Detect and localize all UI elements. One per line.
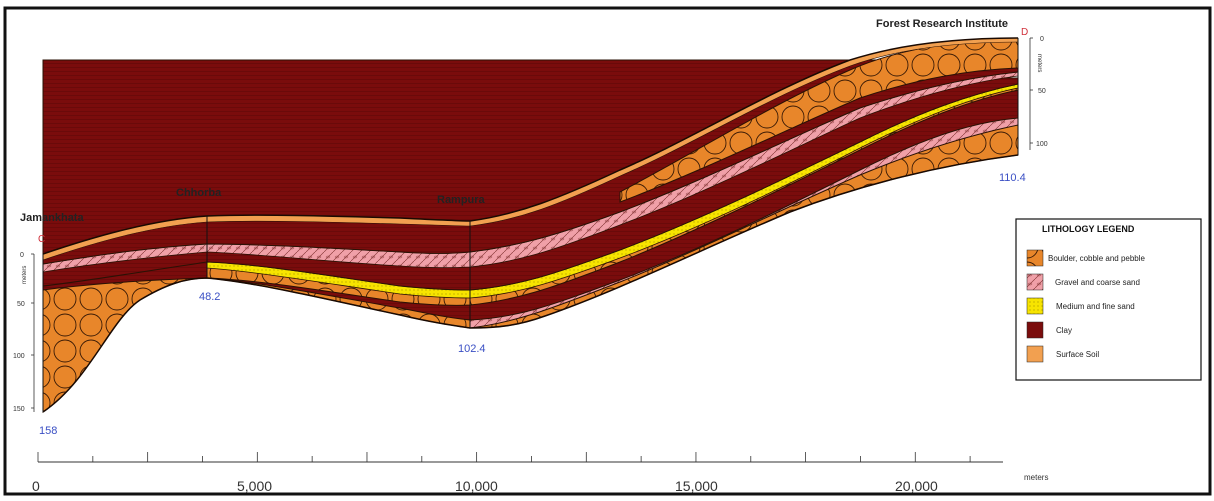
distance-axis: 0 5,000 10,000 15,000 20,000 meters <box>32 452 1048 494</box>
well-name-fri: Forest Research Institute <box>876 18 1008 30</box>
distance-tick-5000: 5,000 <box>237 478 272 494</box>
depth-label-jamankhata: 158 <box>39 425 57 437</box>
section-end-right: D <box>1021 27 1028 38</box>
lithology-legend: LITHOLOGY LEGEND Boulder, cobble and peb… <box>1015 218 1202 381</box>
left-depth-axis: 0 50 100 150 meters <box>13 252 35 413</box>
legend-swatch-boulder <box>1026 249 1044 267</box>
legend-swatch-soil <box>1026 345 1044 363</box>
right-depth-axis: 0 50 100 meters <box>1029 36 1048 150</box>
figure-border <box>3 6 1212 496</box>
distance-tick-15000: 15,000 <box>675 478 718 494</box>
depth-label-fri: 110.4 <box>999 172 1026 184</box>
right-axis-tick-50: 50 <box>1038 88 1046 95</box>
left-axis-tick-100: 100 <box>13 353 25 360</box>
legend-label-boulder: Boulder, cobble and pebble <box>1048 254 1146 263</box>
layers-group <box>42 37 1019 413</box>
depth-label-chhorba: 48.2 <box>199 291 220 303</box>
left-axis-tick-0: 0 <box>20 252 24 259</box>
left-axis-unit: meters <box>22 266 28 284</box>
legend-swatch-gravel <box>1026 273 1044 291</box>
right-axis-unit: meters <box>1036 54 1042 72</box>
legend-title: LITHOLOGY LEGEND <box>1042 224 1135 234</box>
section-bottom-outline <box>42 154 1019 413</box>
distance-tick-0: 0 <box>32 478 40 494</box>
well-name-rampura: Rampura <box>437 194 486 206</box>
left-axis-tick-50: 50 <box>17 301 25 308</box>
well-name-chhorba: Chhorba <box>176 187 222 199</box>
section-end-left: C <box>38 234 45 245</box>
depth-label-rampura: 102.4 <box>458 343 486 355</box>
distance-axis-unit: meters <box>1024 473 1048 482</box>
right-axis-tick-100: 100 <box>1036 141 1048 148</box>
legend-label-clay: Clay <box>1056 326 1072 335</box>
well-name-jamankhata: Jamankhata <box>20 212 84 224</box>
distance-tick-20000: 20,000 <box>895 478 938 494</box>
legend-swatch-sand <box>1026 297 1044 315</box>
right-axis-tick-0: 0 <box>1040 36 1044 43</box>
legend-label-gravel: Gravel and coarse sand <box>1055 278 1140 287</box>
well-lines <box>42 38 1019 412</box>
legend-box <box>1015 218 1202 381</box>
legend-label-sand: Medium and fine sand <box>1056 302 1135 311</box>
distance-tick-10000: 10,000 <box>455 478 498 494</box>
legend-swatch-clay <box>1026 321 1044 339</box>
legend-label-soil: Surface Soil <box>1056 350 1099 359</box>
left-axis-tick-150: 150 <box>13 406 25 413</box>
